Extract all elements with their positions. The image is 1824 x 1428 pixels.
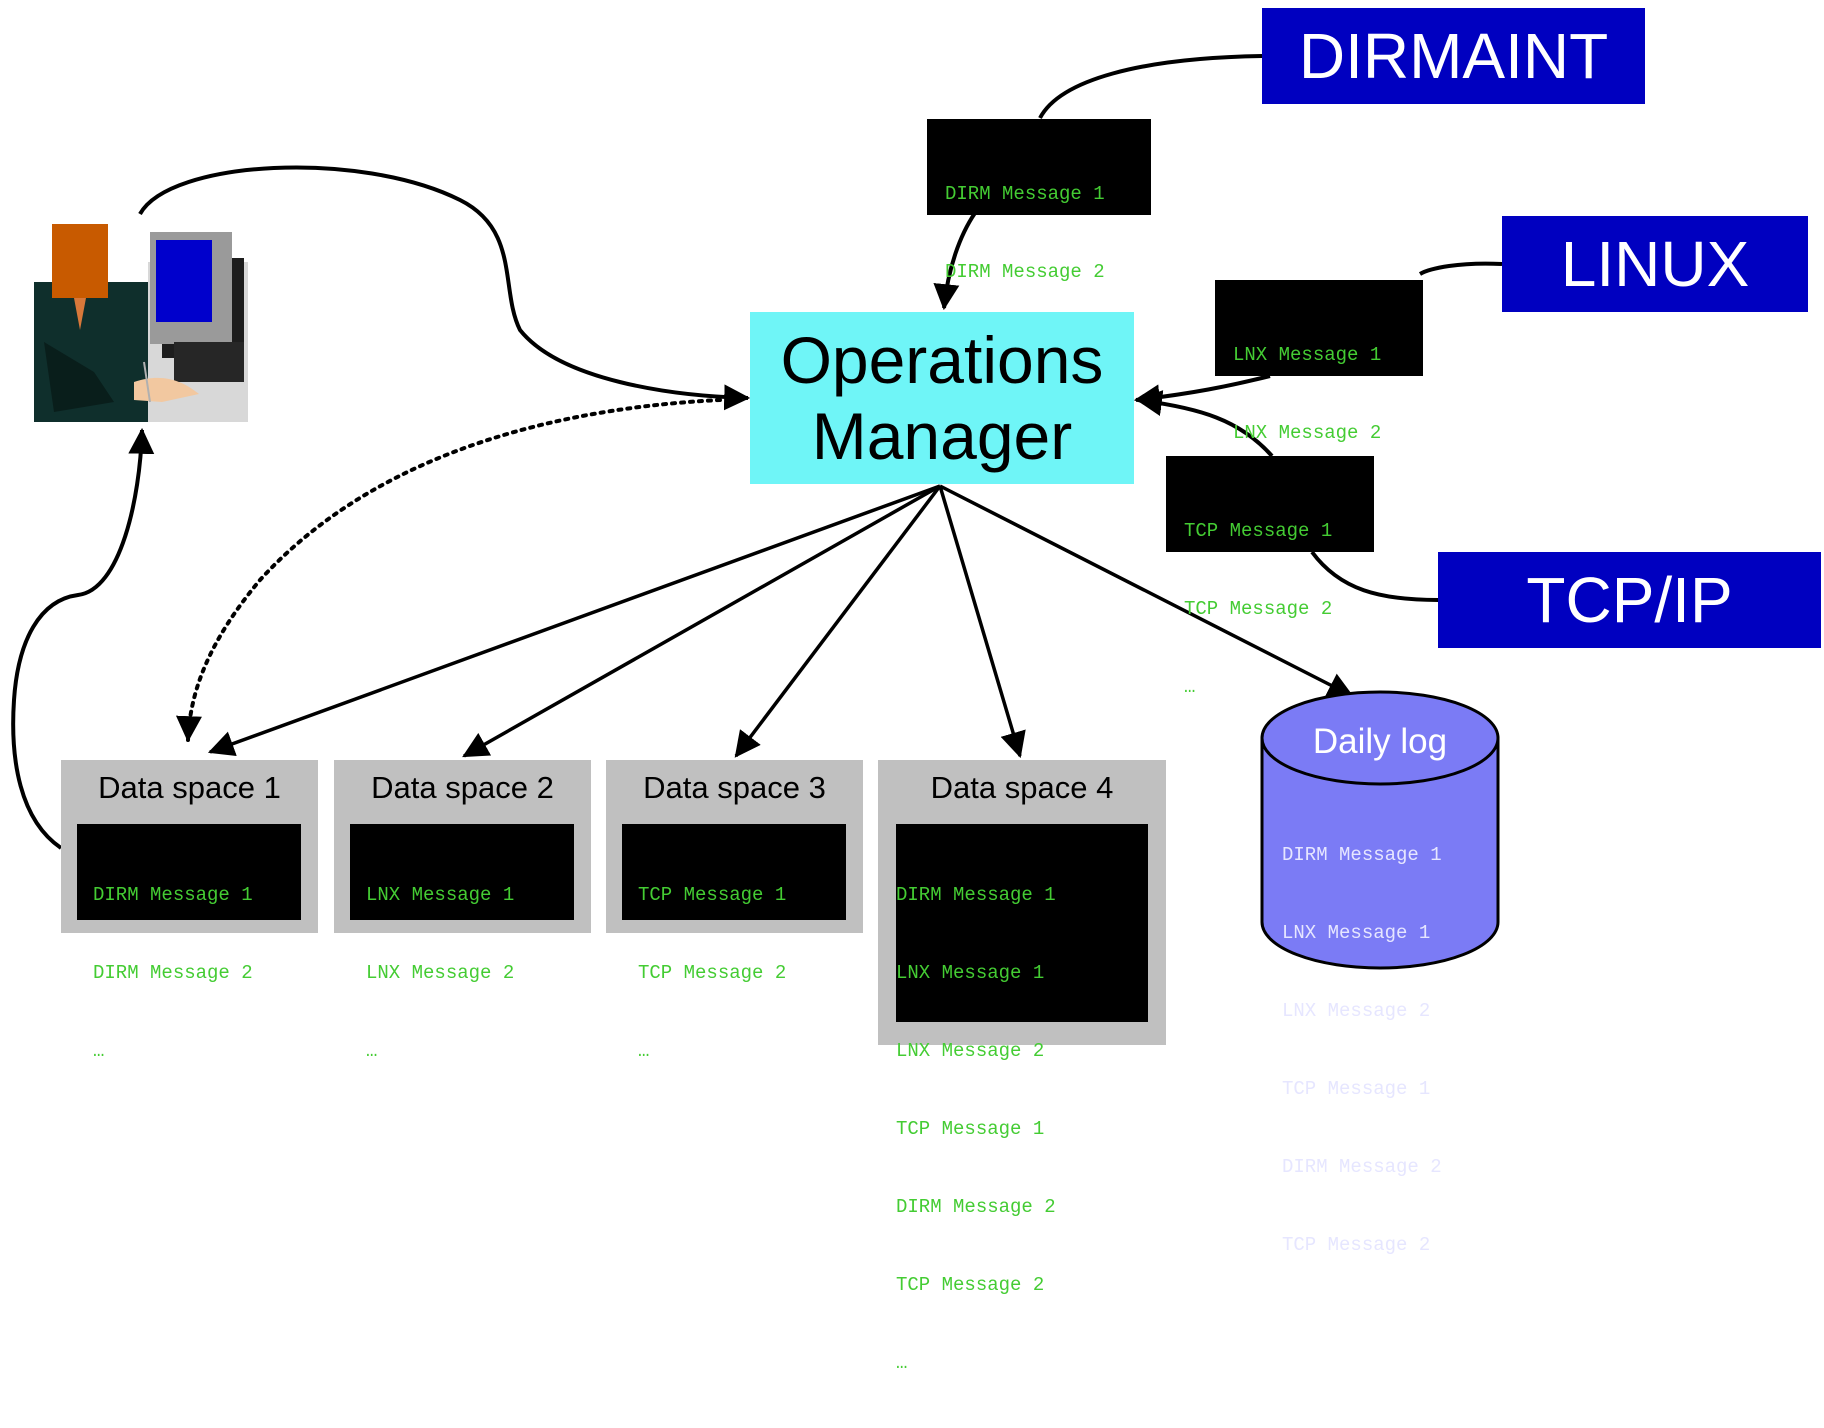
message-line: …	[366, 1040, 378, 1062]
message-line: DIRM Message 1	[945, 183, 1105, 205]
data-space-1: Data space 1 DIRM Message 1 DIRM Message…	[61, 760, 318, 1062]
message-line: …	[93, 1040, 105, 1062]
message-line: DIRM Message 1	[93, 884, 253, 906]
opm-to-ds1-arrow	[207, 484, 941, 757]
dirmaint-connector	[1038, 54, 1263, 119]
data-space-4: Data space 4 DIRM Message 1 LNX Message …	[878, 760, 1166, 1374]
message-line: TCP Message 2	[1184, 598, 1333, 620]
message-line: TCP Message 1	[1184, 520, 1333, 542]
tcpip-system-box: TCP/IP	[1438, 552, 1821, 648]
message-line: LNX Message 1	[896, 962, 1045, 984]
message-line: …	[638, 1040, 650, 1062]
operations-manager-label-line1: Operations	[780, 323, 1104, 397]
daily-log-messages: DIRM Message 1 LNX Message 1 LNX Message…	[1282, 790, 1442, 1284]
operations-manager-label-line2: Manager	[811, 399, 1073, 473]
message-line: LNX Message 2	[896, 1040, 1045, 1062]
tcp-message-terminal: TCP Message 1 TCP Message 2 …	[1166, 456, 1374, 698]
tcp-to-opm-arrow	[1135, 390, 1274, 458]
message-line: TCP Message 2	[896, 1274, 1045, 1296]
user-at-computer-icon	[34, 222, 248, 422]
message-line: TCP Message 1	[896, 1118, 1045, 1140]
tcpip-connector	[1310, 550, 1439, 602]
log-line: TCP Message 1	[1282, 1078, 1431, 1100]
message-line: DIRM Message 2	[93, 962, 253, 984]
opm-to-ds3-arrow	[734, 484, 942, 758]
daily-log-title: Daily log	[1312, 722, 1448, 761]
log-line: TCP Message 2	[1282, 1234, 1431, 1256]
message-line: LNX Message 1	[1233, 344, 1382, 366]
data-space-terminal: DIRM Message 1 LNX Message 1 LNX Message…	[896, 824, 1148, 1374]
ds1-to-user-arrow	[11, 427, 155, 850]
dirmaint-system-box: DIRMAINT	[1262, 8, 1645, 104]
message-line: DIRM Message 2	[945, 261, 1105, 283]
message-line: LNX Message 2	[366, 962, 515, 984]
data-space-2: Data space 2 LNX Message 1 LNX Message 2…	[334, 760, 591, 1062]
opm-to-ds2-arrow	[462, 484, 941, 758]
data-space-title: Data space 1	[98, 770, 281, 805]
message-line: TCP Message 2	[638, 962, 787, 984]
data-space-title: Data space 2	[371, 770, 554, 805]
log-line: LNX Message 1	[1282, 922, 1431, 944]
linux-connector	[1418, 261, 1503, 276]
message-line: LNX Message 2	[1233, 422, 1382, 444]
data-space-3: Data space 3 TCP Message 1 TCP Message 2…	[606, 760, 863, 1062]
message-line: DIRM Message 2	[896, 1196, 1056, 1218]
dirm-to-opm-arrow	[933, 211, 977, 311]
log-line: LNX Message 2	[1282, 1000, 1431, 1022]
message-line: …	[896, 1352, 908, 1374]
message-line: DIRM Message 1	[896, 884, 1056, 906]
user-to-opm-arrow	[138, 165, 751, 411]
data-space-terminal: DIRM Message 1 DIRM Message 2 …	[77, 824, 301, 1062]
operations-manager-box: Operations Manager	[750, 312, 1134, 484]
opm-ds1-dotted-link	[175, 398, 722, 743]
log-line: DIRM Message 1	[1282, 844, 1442, 866]
lnx-message-terminal: LNX Message 1 LNX Message 2 …	[1215, 280, 1423, 522]
log-line: DIRM Message 2	[1282, 1156, 1442, 1178]
data-space-terminal: LNX Message 1 LNX Message 2 …	[350, 824, 574, 1062]
data-space-terminal: TCP Message 1 TCP Message 2 …	[622, 824, 846, 1062]
message-line: TCP Message 1	[638, 884, 787, 906]
data-space-title: Data space 3	[643, 770, 826, 805]
message-line: …	[1184, 676, 1196, 698]
database-cylinder-icon	[1260, 690, 1500, 970]
data-space-title: Data space 4	[930, 770, 1114, 805]
message-line: LNX Message 1	[366, 884, 515, 906]
linux-system-box: LINUX	[1502, 216, 1808, 312]
opm-to-ds4-arrow	[938, 485, 1026, 759]
opm-to-log-arrow	[939, 484, 1354, 698]
diagram-connectors	[11, 54, 1503, 970]
dirm-message-terminal: DIRM Message 1 DIRM Message 2 …	[927, 119, 1151, 361]
